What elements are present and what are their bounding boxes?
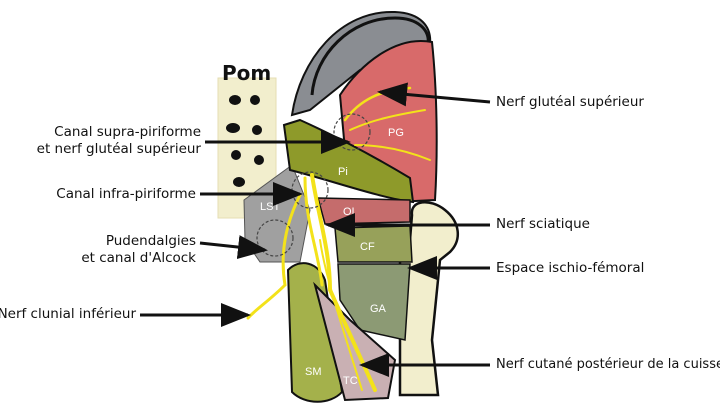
obturator-muscle[interactable] (317, 197, 411, 225)
muscle-label-lst: LST (260, 201, 280, 213)
pointer-arrows (140, 82, 491, 377)
muscle-label-tc: TC (343, 375, 358, 387)
ilium-bone (290, 10, 432, 117)
label-line: Canal supra-piriforme (54, 124, 201, 140)
pudendal-nerve (246, 193, 302, 320)
iliac-crest-line (310, 16, 430, 96)
muscle-label-ga: GA (370, 303, 387, 315)
gluteal-nerve-branch (349, 109, 426, 131)
muscle-label-oi: OI (343, 206, 355, 218)
label-posterior-cutaneous-nerve: Nerf cutané postérieur de la cuisse (496, 357, 720, 372)
muscle-label-pg: PG (388, 127, 404, 139)
arrow-puden (199, 235, 268, 260)
muscle-label-pi: Pi (338, 166, 348, 178)
sacral-foramina (226, 95, 264, 187)
label-line: Pudendalgies (105, 233, 196, 249)
posterior-cutaneous-nerve (319, 239, 363, 391)
muscle-label-sm: SM (305, 366, 322, 378)
label-infra-piriform-canal: Canal infra-piriforme (56, 186, 196, 202)
label-line: et nerf glutéal supérieur (36, 141, 201, 157)
label-pudendal: Pudendalgies et canal d'Alcock (81, 233, 196, 267)
handwritten-note: Pom (222, 61, 271, 85)
arrow-gluteal (377, 82, 491, 107)
label-sciatic-nerve: Nerf sciatique (496, 216, 590, 232)
muscle-label-cf: CF (360, 241, 375, 253)
gluteal-nerve-branch (354, 144, 431, 161)
label-inferior-clunial-nerve: Nerf clunial inférieur (0, 306, 136, 322)
sciatic-nerve (303, 176, 324, 287)
label-superior-gluteal-nerve: Nerf glutéal supérieur (496, 94, 644, 110)
label-ischio-femoral-space: Espace ischio-fémoral (496, 260, 645, 276)
label-supra-piriform-canal: Canal supra-piriforme et nerf glutéal su… (37, 124, 201, 158)
femur-bone (398, 201, 459, 397)
adductor-muscle[interactable] (337, 263, 411, 341)
label-line: et canal d'Alcock (81, 250, 196, 266)
